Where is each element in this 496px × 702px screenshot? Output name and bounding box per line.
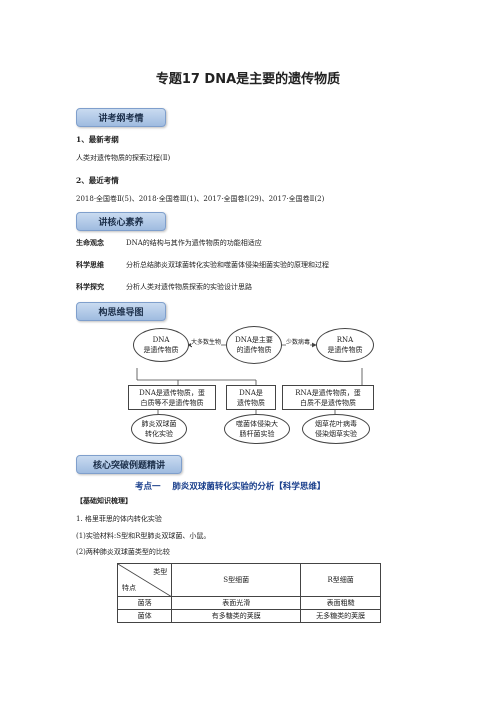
banner-examples: 核心突破例题精讲: [76, 455, 182, 474]
table-header-s-type: S型细菌: [171, 563, 302, 597]
table-row: 菌落 表面光滑 表面粗糙: [116, 596, 381, 610]
oval-dna-main-genetic-material: DNA是主要的遗传物质: [226, 326, 282, 364]
item-1-2: (2)两种肺炎双球菌类型的比较: [76, 548, 170, 556]
oval-phage-infection: 噬菌体侵染大肠杆菌实验: [224, 414, 290, 444]
banner-literacy: 讲核心素养: [76, 212, 166, 231]
bacteria-comparison-table: 类型 特点 S型细菌 R型细菌 菌落 表面光滑 表面粗糙 菌体 有多糖类的荚膜 …: [116, 563, 381, 623]
literacy-label-2: 科学思维: [76, 260, 104, 269]
arrow-label-few-viruses: 少数病毒: [286, 337, 311, 346]
box-dna-protein-not: DNA是遗传物质，蛋白质等不是遗传物质: [128, 385, 216, 410]
literacy-text-1: DNA的结构与其作为遗传物质的功能相适应: [126, 239, 262, 247]
latest-syllabus-text: 人类对遗传物质的探索过程(Ⅱ): [76, 154, 171, 162]
literacy-text-3: 分析人类对遗传物质探索的实验设计思路: [126, 283, 252, 291]
table-header-r-type: R型细菌: [300, 563, 381, 597]
banner-outline: 讲考纲考情: [76, 108, 166, 127]
table-row: 菌体 有多糖类的荚膜 无多糖类的荚膜: [116, 609, 381, 623]
table-diagonal-header: 类型 特点: [116, 563, 173, 597]
recent-exams-text: 2018·全国卷Ⅱ(5)、2018·全国卷Ⅲ(1)、2017·全国卷Ⅰ(29)、…: [76, 195, 325, 203]
recent-exams-heading: 2、最近考情: [76, 176, 119, 185]
literacy-text-2: 分析总结肺炎双球菌转化实验和噬菌体侵染细菌实验的原理和过程: [126, 261, 329, 269]
page-title: 专题17 DNA是主要的遗传物质: [155, 72, 341, 87]
item-1: 1. 格里菲思的体内转化实验: [76, 515, 162, 523]
oval-pneumococcus-transformation: 肺炎双球菌转化实验: [131, 414, 187, 444]
point-one-heading: 考点一 肺炎双球菌转化实验的分析【科学思维】: [135, 482, 326, 492]
literacy-label-3: 科学探究: [76, 282, 104, 291]
banner-mindmap: 构思维导图: [76, 302, 166, 321]
latest-syllabus-heading: 1、最新考纲: [76, 135, 119, 144]
box-dna-is-genetic: DNA是遗传物质: [226, 385, 276, 410]
literacy-label-1: 生命观念: [76, 238, 104, 247]
oval-tmv-infection: 烟草花叶病毒侵染烟草实验: [302, 414, 370, 444]
item-1-1: (1)实验材料:S型和R型肺炎双球菌、小鼠。: [76, 532, 211, 540]
arrow-label-most-organisms: 大多数生物: [191, 337, 222, 346]
basic-knowledge-heading: 【基础知识梳理】: [76, 496, 132, 505]
box-rna-protein-not: RNA是遗传物质，蛋白质不是遗传物质: [282, 385, 374, 410]
